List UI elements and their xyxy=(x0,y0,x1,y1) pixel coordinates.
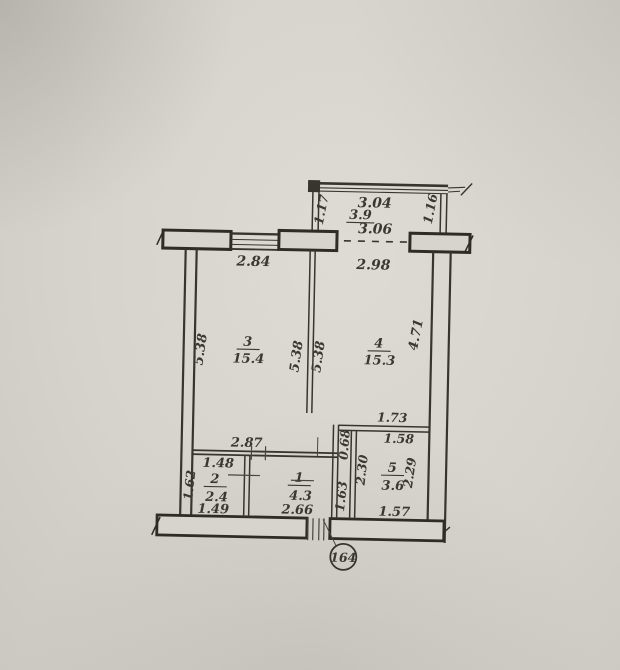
balcony-opening-dim: 2.98 xyxy=(355,257,391,274)
bathroom-left-wall xyxy=(348,430,358,520)
pier-top-right xyxy=(408,231,474,254)
balcony-area: 3.9 xyxy=(349,208,372,223)
room2-area: 2.4 xyxy=(204,490,228,505)
room3-area: 15.4 xyxy=(232,351,264,367)
unit-number-circle xyxy=(329,542,358,571)
window-dim: 2.84 xyxy=(235,254,270,271)
room3-dim-mid-a: 5.38 xyxy=(287,340,306,373)
room5-dim-left: 2.30 xyxy=(352,454,370,487)
room1-dim-bottom: 2.66 xyxy=(280,503,313,519)
balcony-dim-top: 3.04 xyxy=(357,195,391,212)
bottom-wall-left xyxy=(151,513,309,540)
room5-number: 5 xyxy=(387,461,396,476)
dimension-ticks xyxy=(227,437,319,482)
room2-dim-left: 1.62 xyxy=(180,469,198,501)
room1-dim-duct: 0.68 xyxy=(336,429,353,461)
unit-number: 164 xyxy=(330,550,356,566)
room1-dim-right: 1.63 xyxy=(332,480,350,512)
room1-number: 1 xyxy=(294,471,303,486)
balcony-side-walls xyxy=(311,191,448,235)
room3-number: 3 xyxy=(243,335,252,350)
window-top xyxy=(230,232,280,251)
pier-top-left xyxy=(156,228,233,251)
room5-area: 3.6 xyxy=(381,479,404,494)
wall-room4-bottom xyxy=(338,424,430,433)
balcony-dim-bottom: 3.06 xyxy=(358,221,393,238)
balcony-dim-right: 1.16 xyxy=(420,192,441,225)
wall-left xyxy=(178,248,198,520)
room2-dim-top: 1.48 xyxy=(202,456,234,472)
room3-dim-left: 5.38 xyxy=(191,333,210,366)
room4-dim-bottom-a: 1.73 xyxy=(377,410,408,426)
room4-dim-bottom-b: 1.58 xyxy=(383,431,414,447)
room4-area: 15.3 xyxy=(363,353,395,369)
room2-dim-bottom: 1.49 xyxy=(197,502,229,518)
room2-number: 2 xyxy=(209,472,219,487)
room1-dim-top: 2.87 xyxy=(230,435,263,451)
balcony-glazing xyxy=(307,180,473,196)
balcony-opening-dashed xyxy=(343,239,409,243)
bottom-wall-right xyxy=(328,517,446,543)
room4-dim-right: 4.71 xyxy=(406,318,427,352)
room5-dim-right: 2.29 xyxy=(400,456,419,490)
balcony-area-underline xyxy=(346,221,375,224)
partition-room3-room4 xyxy=(306,250,316,414)
wall-room1-room2 xyxy=(242,455,251,517)
entrance-opening xyxy=(307,518,337,547)
duct-wall xyxy=(330,424,340,519)
wall-right xyxy=(426,251,452,543)
pier-top-mid xyxy=(277,228,339,253)
room5-dim-bottom: 1.57 xyxy=(378,505,410,521)
room3-dim-mid-b: 5.38 xyxy=(309,340,328,373)
room4-number: 4 xyxy=(374,336,383,351)
balcony-dim-left: 1.17 xyxy=(311,193,332,226)
room1-area: 4.3 xyxy=(289,489,312,504)
